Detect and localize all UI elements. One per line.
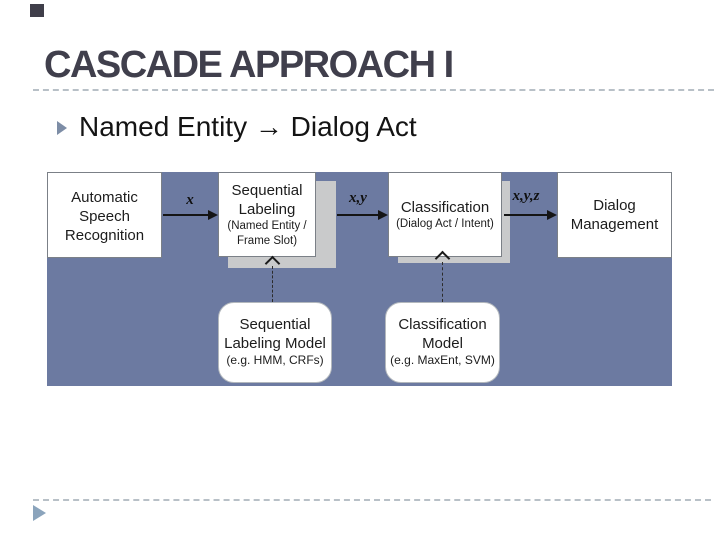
node-label: Labeling Model bbox=[224, 335, 326, 352]
arrow-asr-to-seq bbox=[163, 214, 208, 216]
edge-label-x: x bbox=[186, 192, 194, 208]
node-label: Recognition bbox=[64, 227, 145, 244]
footer-divider bbox=[33, 499, 711, 501]
node-sublabel: (e.g. MaxEnt, SVM) bbox=[390, 353, 495, 367]
arrow-seq-to-cls bbox=[337, 214, 378, 216]
node-label: Labeling bbox=[238, 201, 296, 218]
bullet-item: Named Entity → Dialog Act bbox=[57, 111, 417, 143]
node-label: Sequential bbox=[231, 182, 303, 199]
node-sequential-labeling: Sequential Labeling (Named Entity / Fram… bbox=[218, 172, 316, 257]
node-sublabel: (Dialog Act / Intent) bbox=[396, 218, 494, 230]
node-automatic-speech-recognition: Automatic Speech Recognition bbox=[47, 172, 162, 258]
node-classification: Classification (Dialog Act / Intent) bbox=[388, 172, 502, 257]
connector-cls-model bbox=[442, 262, 443, 302]
node-label: Model bbox=[422, 335, 463, 352]
node-label: Classification bbox=[400, 199, 490, 216]
arrow-cls-to-dm bbox=[504, 214, 547, 216]
node-label: Speech bbox=[79, 208, 130, 225]
node-sublabel: Frame Slot) bbox=[236, 235, 298, 247]
page-title: CASCADE APPROACH I bbox=[44, 44, 454, 86]
node-label: Management bbox=[570, 216, 659, 233]
arrowhead-icon bbox=[378, 210, 388, 220]
edge-label-xy: x,y bbox=[349, 190, 367, 206]
node-sublabel: (e.g. HMM, CRFs) bbox=[226, 353, 324, 367]
edge-label-xyz: x,y,z bbox=[512, 188, 540, 204]
node-classification-model: Classification Model (e.g. MaxEnt, SVM) bbox=[385, 302, 500, 383]
title-divider bbox=[33, 89, 714, 91]
slide-corner-accent bbox=[30, 4, 44, 17]
node-sequential-labeling-model: Sequential Labeling Model (e.g. HMM, CRF… bbox=[218, 302, 332, 383]
bullet-text: Named Entity → Dialog Act bbox=[79, 111, 417, 142]
node-label: Classification bbox=[398, 316, 487, 333]
arrowhead-icon bbox=[547, 210, 557, 220]
node-label: Automatic bbox=[71, 189, 138, 206]
footer-arrow-icon bbox=[33, 505, 46, 521]
connector-seq-model bbox=[272, 266, 273, 302]
bullet-triangle-icon bbox=[57, 121, 67, 135]
node-label: Sequential bbox=[239, 316, 311, 333]
arrowhead-icon bbox=[208, 210, 218, 220]
node-sublabel: (Named Entity / bbox=[227, 220, 307, 232]
node-dialog-management: Dialog Management bbox=[557, 172, 672, 258]
node-label: Dialog bbox=[593, 197, 636, 214]
